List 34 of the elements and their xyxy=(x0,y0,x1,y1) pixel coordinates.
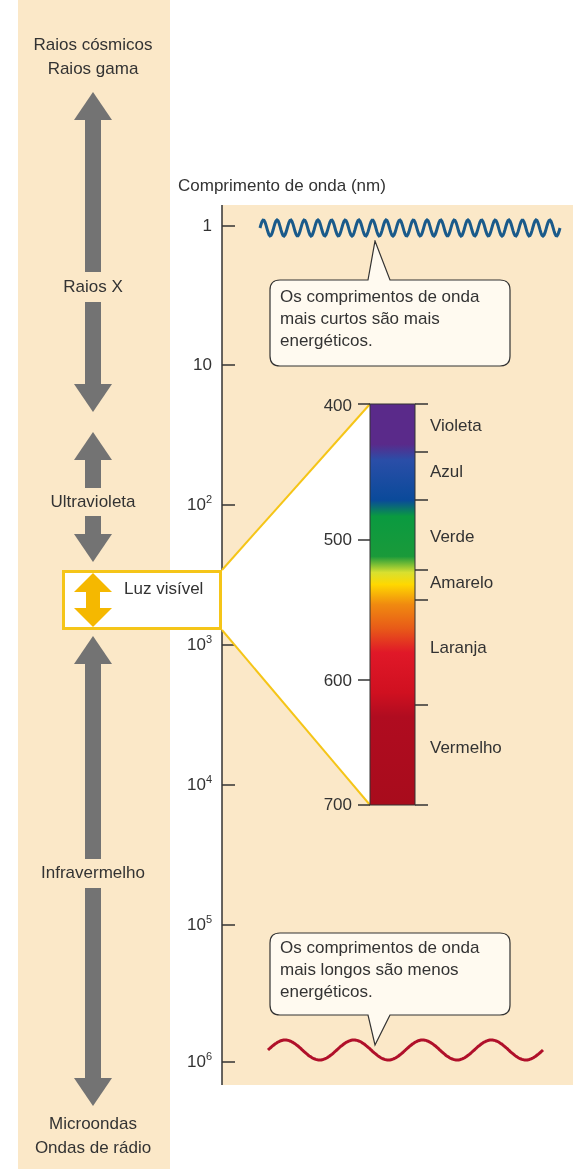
tick-label: 400 xyxy=(323,395,352,417)
tick-label: 600 xyxy=(323,670,352,692)
highlight-box xyxy=(62,570,222,630)
band-name: Raios X xyxy=(63,276,123,298)
tick-label: 10$^{4}$ xyxy=(186,774,212,796)
band-name: Ultravioleta xyxy=(50,491,136,513)
callout-bubble xyxy=(268,240,512,368)
band-name: Luz visível xyxy=(124,578,204,600)
zoom-line xyxy=(221,403,371,571)
band-name: Infravermelho xyxy=(41,862,145,884)
tick-label: 10$^{6}$ xyxy=(186,1051,212,1073)
band-name: Raios gama xyxy=(47,58,139,80)
tick-label: 10$^{5}$ xyxy=(186,914,212,936)
band-name: Ondas de rádio xyxy=(34,1137,152,1159)
color-name: Amarelo xyxy=(430,572,494,594)
spectrum-bar xyxy=(369,403,416,806)
color-name: Laranja xyxy=(430,637,487,659)
zoom-line xyxy=(221,629,371,806)
tick-label: 1 xyxy=(202,215,212,237)
tick-label: 700 xyxy=(323,794,352,816)
callout-text: Os comprimentos de onda mais curtos são mais energéticos. xyxy=(280,286,480,352)
callout-bubble xyxy=(268,931,512,1047)
band-name: Microondas xyxy=(49,1113,137,1135)
tick-label: 10$^{2}$ xyxy=(186,494,212,516)
band-name: Raios cósmicos xyxy=(33,34,153,56)
color-name: Violeta xyxy=(430,415,482,437)
tick-label: 10 xyxy=(193,354,212,376)
color-name: Azul xyxy=(430,461,464,483)
color-name: Verde xyxy=(430,526,475,548)
tick-label: 10$^{3}$ xyxy=(186,634,212,656)
callout-text: Os comprimentos de onda mais longos são menos energéticos. xyxy=(280,937,480,1003)
axis-title: Comprimento de onda (nm) xyxy=(178,175,386,197)
tick-label: 500 xyxy=(323,529,352,551)
color-name: Vermelho xyxy=(430,737,502,759)
